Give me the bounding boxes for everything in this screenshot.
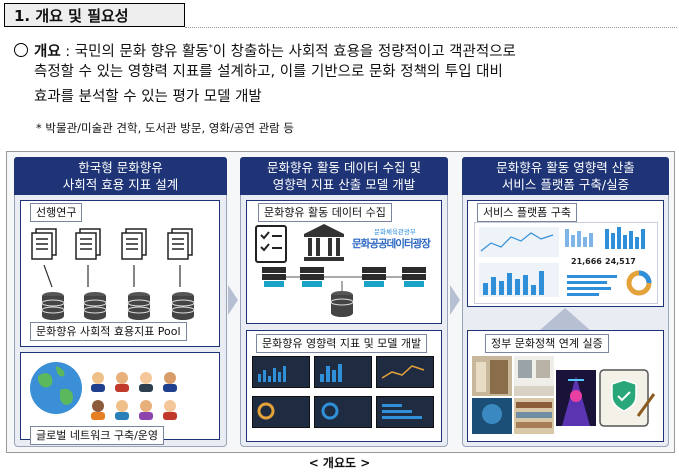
document-icon [31, 228, 57, 260]
column-3-header: 문화향유 활동 영향력 산출 서비스 플랫폼 구축/실증 [462, 157, 669, 195]
column-1-title-line-2: 사회적 효용 지표 설계 [62, 177, 179, 192]
culture-data-logo: 문화체육관광부 문화공공데이터광장 [352, 226, 438, 251]
gallery-photo [514, 356, 554, 396]
column-2-title-line-1: 문화향유 활동 데이터 수집 및 [267, 160, 421, 175]
column-1-header: 한국형 문화향유 사회적 효용 지표 설계 [14, 157, 227, 195]
server-icon [300, 267, 324, 287]
column-2-title-line-2: 영향력 지표 산출 모델 개발 [272, 177, 416, 192]
library-photo [514, 398, 554, 434]
document-icon [121, 228, 147, 260]
database-icon [41, 292, 65, 320]
column-1-title-line-1: 한국형 문화향유 [78, 160, 163, 175]
thumbnail-details [257, 364, 425, 420]
database-icon [127, 292, 151, 320]
museum-hall-photo [472, 356, 512, 396]
dashboard-thumbnail [314, 356, 372, 388]
database-icon [171, 292, 195, 320]
model-dev-tag: 문화향유 영향력 지표 및 모델 개발 [256, 334, 428, 353]
research-tag: 선행연구 [30, 203, 83, 222]
database-icon [83, 292, 107, 320]
person-icon [139, 400, 153, 420]
person-icon [91, 400, 105, 420]
dashboard-thumbnails [252, 356, 436, 434]
indicator-pool-tag: 문화향유 사회적 효용지표 Pool [30, 322, 187, 341]
arrow-up-icon [540, 308, 590, 330]
concert-photo [556, 370, 596, 426]
section-title: 1. 개요 및 필요성 [4, 3, 185, 27]
arrow-right-icon [450, 285, 460, 315]
policy-photos [472, 356, 656, 434]
connector-lines [43, 265, 181, 288]
checklist-and-museum-icons [255, 224, 344, 263]
circle-bullet-icon [14, 42, 28, 57]
footnote-mark: * [208, 43, 213, 52]
logo-main-text: 문화공공데이터광장 [352, 238, 431, 250]
database-icon [330, 291, 354, 317]
document-icons [31, 228, 193, 260]
global-network-tag: 글로벌 네트워크 구축/운영 [30, 426, 165, 445]
platform-dashboard: 21,666 24,517 [474, 222, 658, 304]
museum-icon [304, 224, 344, 261]
people-icons [91, 372, 177, 420]
overview-line-3: 효과를 분석할 수 있는 평가 모델 개발 [34, 89, 262, 105]
aquarium-photo [472, 398, 512, 434]
person-icon [115, 372, 129, 392]
logo-ministry-text: 문화체육관광부 [374, 228, 416, 236]
globe-icon [30, 362, 82, 414]
policy-tag: 정부 문화정책 연계 실증 [485, 334, 609, 353]
dashboard-stat-2: 24,517 [605, 257, 636, 266]
person-icon [115, 400, 129, 420]
person-icon [163, 372, 177, 392]
server-network-icons [262, 267, 426, 317]
server-icon [362, 267, 386, 287]
arrow-right-icon [228, 285, 238, 315]
server-icon [262, 267, 286, 287]
dashboard-stat-1: 21,666 [571, 257, 602, 266]
overview-text-a: : 국민의 문화 향유 활동 [60, 43, 209, 60]
database-icons [41, 292, 195, 320]
figure-caption: < 개요도 > [308, 456, 371, 470]
section-divider [185, 27, 677, 28]
checklist-icon [255, 225, 287, 263]
platform-tag: 서비스 플랫폼 구축 [477, 203, 577, 222]
person-icon [91, 372, 105, 392]
column-3-title-line-1: 문화향유 활동 영향력 산출 [496, 160, 635, 175]
data-collection-tag: 문화향유 활동 데이터 수집 [258, 203, 392, 222]
dashboard-graphics [479, 227, 652, 297]
overview-line-2: 측정할 수 있는 영향력 지표를 설계하고, 이를 기반으로 문화 정책의 투입… [34, 64, 503, 80]
certificate-icon [599, 369, 656, 427]
overview-label: 개요 [34, 43, 61, 60]
overview-line-1: 개요 : 국민의 문화 향유 활동*이 창출하는 사회적 효용을 정량적이고 객… [14, 38, 516, 62]
column-2-header: 문화향유 활동 데이터 수집 및 영향력 지표 산출 모델 개발 [240, 157, 448, 195]
person-icon [163, 400, 177, 420]
footnote: * 박물관/미술관 견학, 도서관 방문, 영화/공연 관람 등 [36, 121, 294, 135]
dashboard-thumbnail [252, 396, 310, 428]
document-icon [75, 228, 101, 260]
document-icon [167, 228, 193, 260]
overview-text-b: 이 창출하는 사회적 효용을 정량적이고 객관적으로 [212, 43, 516, 60]
column-3-title-line-2: 서비스 플랫폼 구축/실증 [501, 177, 630, 192]
person-icon [139, 372, 153, 392]
server-icon [402, 267, 426, 287]
